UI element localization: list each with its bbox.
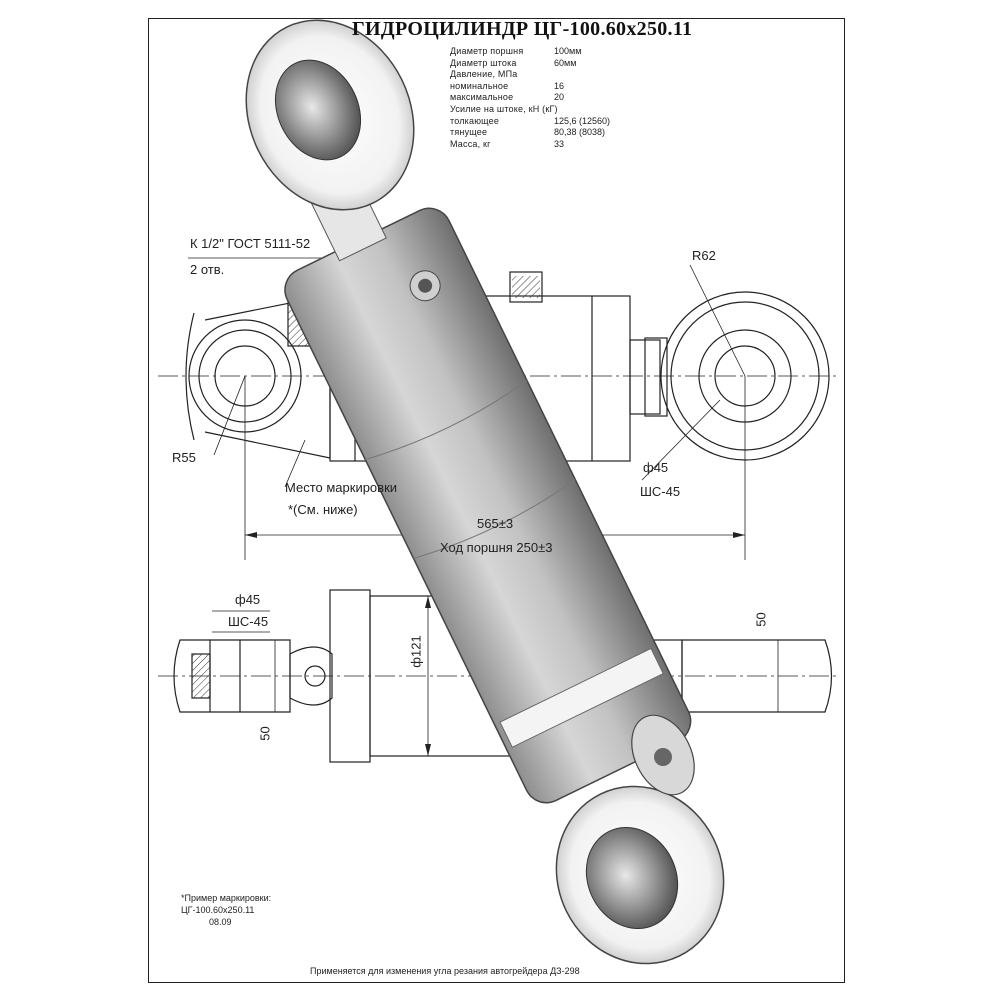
spec-label: Диаметр штока <box>450 57 517 68</box>
spec-value: 125,6 (12560) <box>554 115 611 126</box>
dim-50-left-label: 50 <box>257 726 273 741</box>
marking-code: ЦГ-100.60х250.11 <box>181 905 255 915</box>
spec-value: 100мм <box>554 46 582 56</box>
dia-45-right-label: ф45 <box>643 460 669 475</box>
bearing-left-label: ШС-45 <box>228 614 269 629</box>
spec-label: тянущее <box>450 127 488 138</box>
drawing-title: ГИДРОЦИЛИНДР ЦГ-100.60х250.11 <box>352 18 693 40</box>
drawing-frame <box>148 18 845 983</box>
spec-row: Давление, МПа <box>450 69 610 81</box>
spec-row: номинальное 16 <box>450 81 610 93</box>
spec-value: 80,38 (8038) <box>554 127 606 138</box>
spec-label: максимальное <box>450 92 514 103</box>
dia-45-left-label: ф45 <box>235 592 261 607</box>
spec-row: толкающее 125,6 (12560) <box>450 116 610 128</box>
left-clevis-arc <box>185 312 195 441</box>
left-eye-section <box>173 639 291 713</box>
marking-date: 08.09 <box>209 917 232 927</box>
top-eye-3d <box>245 19 415 211</box>
length-dimension: 565±3 <box>477 516 514 531</box>
spec-value: 20 <box>554 92 565 103</box>
footer-note: Применяется для изменения угла резания а… <box>310 966 580 976</box>
spec-label: толкающее <box>450 115 500 126</box>
spec-label: Усилие на штоке, кН (кГ) <box>450 103 558 114</box>
see-below-label: *(См. ниже) <box>288 502 358 517</box>
spec-table: Диаметр поршня 100мм Диаметр штока 60мм Да… <box>450 46 610 150</box>
spec-row: Диаметр поршня 100мм <box>450 46 610 58</box>
port-boss <box>509 271 543 303</box>
left-bearing-hatch <box>191 653 211 699</box>
spec-row: Масса, кг 33 <box>450 139 610 151</box>
marking-place-label: Место маркировки <box>285 480 398 495</box>
bearing-right-label: ШС-45 <box>640 484 681 499</box>
cylinder-3d-render <box>245 19 725 965</box>
port-thread-label: К 1/2" ГОСТ 5111-52 <box>190 236 311 251</box>
spec-row: максимальное 20 <box>450 92 610 104</box>
spec-value: 16 <box>554 80 565 91</box>
marking-example: *Пример маркировки: ЦГ-100.60х250.11 08.… <box>181 892 271 928</box>
marking-heading: *Пример маркировки: <box>181 893 272 903</box>
bottom-eye-3d <box>555 785 725 965</box>
port-count-label: 2 отв. <box>190 262 225 277</box>
radius-left-label: R55 <box>172 450 196 465</box>
stroke-dimension: Ход поршня 250±3 <box>440 540 553 555</box>
spec-row: Диаметр штока 60мм <box>450 58 610 70</box>
spec-label: Масса, кг <box>450 138 491 149</box>
spec-label: Давление, МПа <box>450 69 518 80</box>
spec-row: тянущее 80,38 (8038) <box>450 127 610 139</box>
spec-label: номинальное <box>450 80 509 91</box>
dim-50-right-label: 50 <box>753 612 769 627</box>
dia-121-label: ф121 <box>408 635 424 668</box>
spec-label: Диаметр поршня <box>450 46 524 56</box>
radius-right-label: R62 <box>692 248 716 263</box>
barrel-band-3d <box>499 647 664 748</box>
spec-value: 60мм <box>554 57 577 68</box>
spec-value: 33 <box>554 138 565 149</box>
spec-row: Усилие на штоке, кН (кГ) <box>450 104 610 116</box>
clevis-pin <box>289 646 333 706</box>
rod-eye-outline <box>681 639 833 713</box>
